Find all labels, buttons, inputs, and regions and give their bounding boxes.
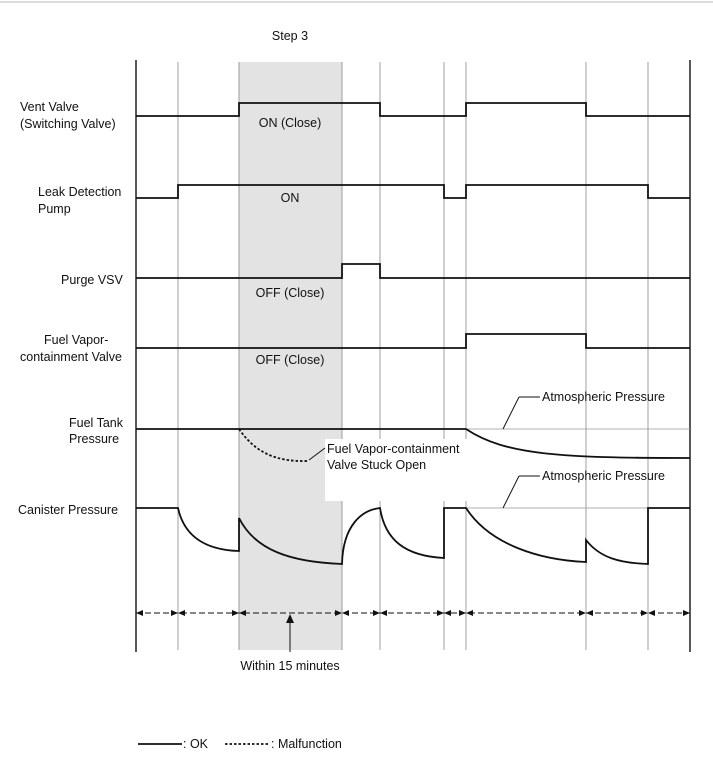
arrowhead [171, 610, 178, 616]
fuel-tank-label-1: Fuel Tank [69, 416, 124, 430]
arrowhead [373, 610, 380, 616]
arrowhead [178, 610, 185, 616]
atmospheric-label-1: Atmospheric Pressure [542, 390, 665, 404]
leak-pump-label-1: Leak Detection [38, 185, 121, 199]
arrowhead [641, 610, 648, 616]
vapor-valve-state: OFF (Close) [256, 353, 325, 367]
arrowhead [232, 610, 239, 616]
stuck-open-label-2: Valve Stuck Open [327, 458, 426, 472]
purge-vsv-state: OFF (Close) [256, 286, 325, 300]
within-label: Within 15 minutes [240, 659, 339, 673]
vapor-valve-label-2: containment Valve [20, 350, 122, 364]
arrowhead [579, 610, 586, 616]
leak-pump-signal [136, 184, 690, 199]
arrowhead [683, 610, 690, 616]
step-label: Step 3 [272, 29, 308, 43]
atmospheric-leader-1 [502, 396, 520, 430]
legend-malfunction-label: : Malfunction [271, 737, 342, 751]
leak-pump-state: ON [281, 191, 300, 205]
fuel-tank-malfunction-curve [238, 428, 309, 462]
legend-ok-label: : OK [183, 737, 209, 751]
stuck-open-leader [308, 447, 326, 461]
arrowhead [380, 610, 387, 616]
interval-arrowheads [136, 610, 690, 616]
vent-valve-label-2: (Switching Valve) [20, 117, 116, 131]
canister-label: Canister Pressure [18, 503, 118, 517]
legend: : OK : Malfunction [138, 737, 342, 751]
arrowhead [437, 610, 444, 616]
arrowhead [586, 610, 593, 616]
stuck-open-label-1: Fuel Vapor-containment [327, 442, 460, 456]
canister-signal [136, 507, 690, 565]
vent-valve-label-1: Vent Valve [20, 100, 79, 114]
arrowhead [335, 610, 342, 616]
arrowhead [136, 610, 143, 616]
arrowhead [459, 610, 466, 616]
arrowhead [342, 610, 349, 616]
interval-row [136, 610, 690, 652]
step3-shaded-region [239, 62, 342, 650]
stuck-open-callout-bg [325, 439, 470, 501]
fuel-tank-label-2: Pressure [69, 432, 119, 446]
atmospheric-leader-2 [502, 475, 520, 509]
arrowhead [444, 610, 451, 616]
purge-vsv-signal [136, 263, 690, 279]
arrowhead [466, 610, 473, 616]
arrowhead [648, 610, 655, 616]
purge-vsv-label: Purge VSV [61, 273, 124, 287]
vent-valve-signal [136, 102, 690, 117]
within-arrow-head [286, 614, 294, 623]
vent-valve-state: ON (Close) [259, 116, 322, 130]
arrowhead [239, 610, 246, 616]
leak-pump-label-2: Pump [38, 202, 71, 216]
vapor-valve-signal [136, 333, 690, 349]
atmospheric-label-2: Atmospheric Pressure [542, 469, 665, 483]
vapor-valve-label-1: Fuel Vapor- [44, 333, 108, 347]
fuel-tank-signal [136, 428, 691, 459]
